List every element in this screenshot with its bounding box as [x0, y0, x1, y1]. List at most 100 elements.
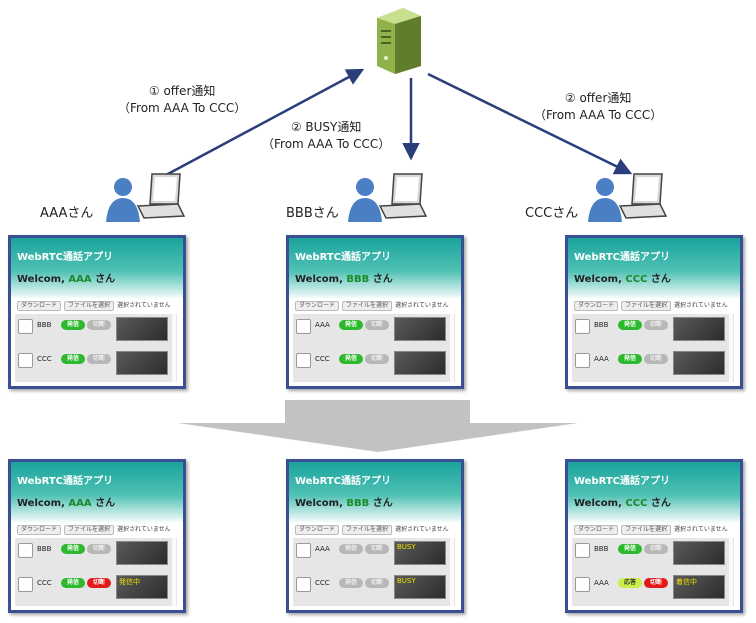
app-screenshot-panel: WebRTC通話アプリ Welcom, BBB さん ダウンロードファイルを選択… [286, 235, 464, 389]
hangup-button[interactable]: 切断 [644, 320, 668, 330]
offer-label-right-line2: （From AAA To CCC） [534, 108, 663, 122]
app-screenshot-panel: WebRTC通話アプリ Welcom, AAA さん ダウンロードファイルを選択… [8, 235, 186, 389]
choose-file-button[interactable]: ファイルを選択 [64, 301, 115, 311]
contact-name: AAA [315, 545, 330, 553]
user-name: CCC [625, 498, 648, 509]
app-screenshot-panel: WebRTC通話アプリ Welcom, AAA さん ダウンロードファイルを選択… [8, 459, 186, 613]
list-scrollbar[interactable] [450, 314, 454, 382]
user-suffix: さん [650, 274, 671, 285]
call-button[interactable]: 発信 [618, 544, 642, 554]
call-button[interactable]: 発信 [61, 320, 85, 330]
call-button[interactable]: 発信 [61, 578, 85, 588]
busy-label-line1: ② BUSY通知 [290, 120, 362, 134]
contact-avatar-icon [18, 319, 33, 334]
hangup-button[interactable]: 切断 [87, 354, 111, 364]
transition-arrow [178, 400, 578, 452]
hangup-button[interactable]: 切断 [365, 578, 389, 588]
call-button[interactable]: 応答 [618, 578, 642, 588]
contact-row: AAA 発信 切断 [293, 314, 455, 348]
app-header: WebRTC通話アプリ Welcom, CCC さん [568, 462, 740, 522]
download-button[interactable]: ダウンロード [17, 301, 62, 311]
contact-name: BBB [37, 321, 52, 329]
contact-name: CCC [37, 579, 52, 587]
contact-row: AAA 応答 切断 着信中 [572, 572, 734, 606]
list-scrollbar[interactable] [729, 314, 733, 382]
video-area [116, 351, 168, 375]
app-screenshot-panel: WebRTC通話アプリ Welcom, CCC さん ダウンロードファイルを選択… [565, 235, 743, 389]
hangup-button[interactable]: 切断 [87, 320, 111, 330]
busy-label: ② BUSY通知 （From AAA To CCC） [262, 119, 390, 153]
hangup-button[interactable]: 切断 [365, 544, 389, 554]
user-name: AAA [68, 274, 92, 285]
user-label-aaa: AAAさん [40, 206, 94, 221]
hangup-button[interactable]: 切断 [644, 354, 668, 364]
choose-file-button[interactable]: ファイルを選択 [342, 525, 393, 535]
video-area [673, 317, 725, 341]
contact-avatar-icon [296, 577, 311, 592]
welcome-text: Welcom, [295, 498, 343, 509]
call-button[interactable]: 発信 [339, 544, 363, 554]
call-button[interactable]: 発信 [339, 578, 363, 588]
call-button[interactable]: 発信 [618, 354, 642, 364]
app-screenshot-panel: WebRTC通話アプリ Welcom, BBB さん ダウンロードファイルを選択… [286, 459, 464, 613]
video-area: 発信中 [116, 575, 168, 599]
video-area [673, 351, 725, 375]
call-button[interactable]: 発信 [61, 354, 85, 364]
contact-list: BBB 発信 切断 AAA 応答 切断 着信中 [572, 538, 734, 606]
hangup-button[interactable]: 切断 [365, 320, 389, 330]
call-button[interactable]: 発信 [61, 544, 85, 554]
hangup-button[interactable]: 切断 [365, 354, 389, 364]
list-scrollbar[interactable] [172, 314, 176, 382]
hangup-button[interactable]: 切断 [87, 544, 111, 554]
hangup-button[interactable]: 切断 [644, 544, 668, 554]
video-area [116, 317, 168, 341]
choose-file-button[interactable]: ファイルを選択 [342, 301, 393, 311]
no-file-text: 選択されていません [117, 526, 171, 533]
offer-label-right: ② offer通知 （From AAA To CCC） [534, 90, 662, 124]
app-title: WebRTC通話アプリ [295, 252, 392, 263]
video-area [673, 541, 725, 565]
offer-label-left-line1: ① offer通知 [148, 84, 216, 98]
call-button[interactable]: 発信 [339, 320, 363, 330]
list-scrollbar[interactable] [729, 538, 733, 606]
user-with-laptop-icon [348, 173, 428, 222]
choose-file-button[interactable]: ファイルを選択 [621, 525, 672, 535]
download-button[interactable]: ダウンロード [295, 525, 340, 535]
welcome-line: Welcom, AAA さん [17, 270, 115, 285]
list-scrollbar[interactable] [172, 538, 176, 606]
call-button[interactable]: 発信 [618, 320, 642, 330]
file-bar: ダウンロードファイルを選択選択されていません [568, 522, 740, 538]
hangup-button[interactable]: 切断 [87, 578, 111, 588]
contact-list: BBB 発信 切断 CCC 発信 切断 発信中 [15, 538, 177, 606]
contact-avatar-icon [18, 543, 33, 558]
user-suffix: さん [95, 498, 116, 509]
download-button[interactable]: ダウンロード [574, 525, 619, 535]
file-bar: ダウンロードファイルを選択選択されていません [11, 298, 183, 314]
hangup-button[interactable]: 切断 [644, 578, 668, 588]
user-name: AAA [68, 498, 92, 509]
contact-row: CCC 発信 切断 [15, 348, 177, 382]
file-bar: ダウンロードファイルを選択選択されていません [11, 522, 183, 538]
app-header: WebRTC通話アプリ Welcom, BBB さん [289, 462, 461, 522]
download-button[interactable]: ダウンロード [574, 301, 619, 311]
app-header: WebRTC通話アプリ Welcom, AAA さん [11, 238, 183, 298]
list-scrollbar[interactable] [450, 538, 454, 606]
contact-avatar-icon [575, 543, 590, 558]
download-button[interactable]: ダウンロード [295, 301, 340, 311]
welcome-text: Welcom, [295, 274, 343, 285]
user-name: CCC [625, 274, 648, 285]
user-name: BBB [346, 274, 370, 285]
contact-list: AAA 発信 切断 CCC 発信 切断 [293, 314, 455, 382]
choose-file-button[interactable]: ファイルを選択 [64, 525, 115, 535]
call-button[interactable]: 発信 [339, 354, 363, 364]
user-suffix: さん [372, 498, 393, 509]
app-title: WebRTC通話アプリ [17, 252, 114, 263]
app-screenshot-panel: WebRTC通話アプリ Welcom, CCC さん ダウンロードファイルを選択… [565, 459, 743, 613]
video-area: BUSY [394, 575, 446, 599]
choose-file-button[interactable]: ファイルを選択 [621, 301, 672, 311]
contact-row: CCC 発信 切断 BUSY [293, 572, 455, 606]
contact-avatar-icon [296, 319, 311, 334]
download-button[interactable]: ダウンロード [17, 525, 62, 535]
contact-list: AAA 発信 切断 BUSY CCC 発信 切断 BUSY [293, 538, 455, 606]
contact-row: CCC 発信 切断 発信中 [15, 572, 177, 606]
